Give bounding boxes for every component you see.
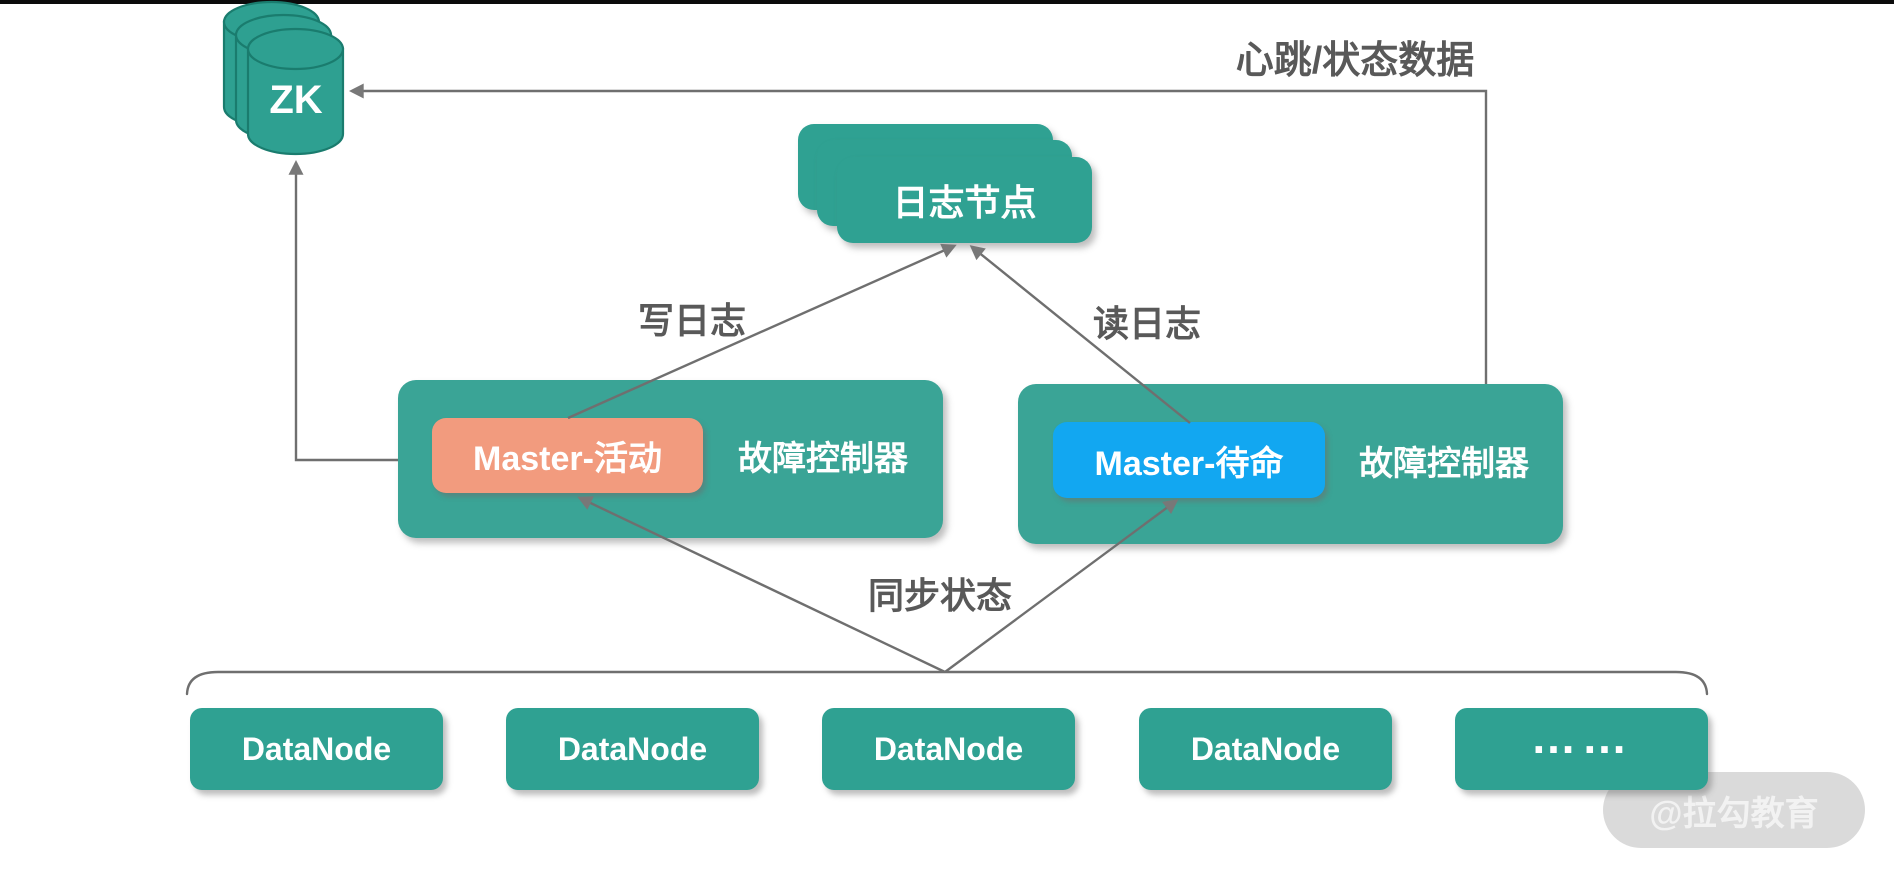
top-border-bar — [0, 0, 1894, 4]
datanode-label: DataNode — [557, 730, 708, 767]
failover-controller-label-active: 故障控制器 — [703, 418, 943, 493]
master-active-badge: Master-活动 — [432, 418, 703, 493]
datanode-box-2: DataNode — [506, 708, 759, 790]
sync-state-text: 同步状态 — [867, 575, 1012, 616]
watermark-badge: @拉勾教育 — [1603, 772, 1865, 848]
datanode-box-ellipsis: …… — [1455, 708, 1708, 790]
edge-read-log-label: 读日志 — [1047, 299, 1247, 344]
edge-write-log-label: 写日志 — [592, 296, 792, 341]
failover-controller-label-standby: 故障控制器 — [1325, 422, 1563, 498]
edge-sync-state-label: 同步状态 — [840, 571, 1040, 616]
datanode-ellipsis-label: …… — [1530, 711, 1633, 763]
datanode-group-bracket — [185, 670, 1709, 696]
write-log-text: 写日志 — [637, 300, 746, 341]
journal-node-card-front: 日志节点 — [837, 157, 1092, 243]
master-standby-badge: Master-待命 — [1053, 422, 1325, 498]
journal-node-label: 日志节点 — [892, 182, 1037, 223]
zk-text: ZK — [269, 77, 323, 122]
watermark-label: @拉勾教育 — [1649, 794, 1819, 833]
zk-report-arrow — [288, 160, 398, 462]
edge-heartbeat-label: 心跳/状态数据 — [1205, 30, 1505, 82]
datanode-box-1: DataNode — [190, 708, 443, 790]
heartbeat-text: 心跳/状态数据 — [1235, 39, 1475, 82]
datanode-box-4: DataNode — [1139, 708, 1392, 790]
datanode-label: DataNode — [241, 730, 392, 767]
zk-label: ZK — [246, 70, 346, 130]
read-log-text: 读日志 — [1092, 303, 1201, 344]
failover-controller-text-active: 故障控制器 — [738, 440, 908, 478]
datanode-label: DataNode — [873, 730, 1024, 767]
master-active-badge-label: Master-活动 — [473, 440, 662, 478]
datanode-box-3: DataNode — [822, 708, 1075, 790]
failover-controller-text-standby: 故障控制器 — [1359, 444, 1529, 483]
datanode-label: DataNode — [1190, 730, 1341, 767]
master-standby-badge-label: Master-待命 — [1094, 444, 1284, 483]
